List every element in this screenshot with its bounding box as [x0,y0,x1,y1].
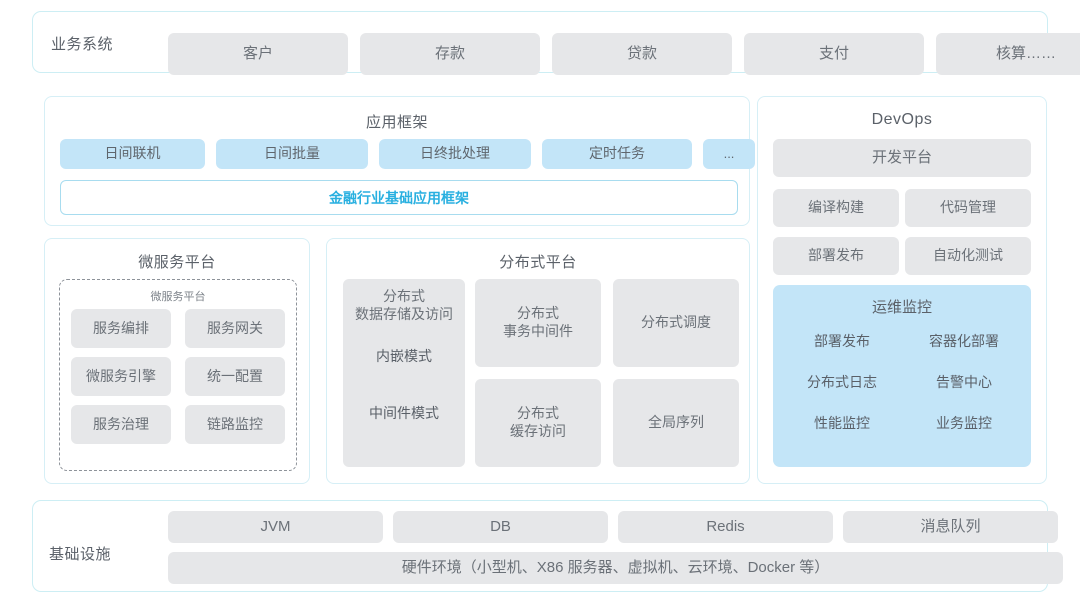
ops-tile-distributed-log[interactable]: 分布式日志 [807,374,877,390]
financial-base-framework-bar[interactable]: 金融行业基础应用框架 [60,180,738,215]
dp-tile-scheduling[interactable]: 分布式调度 [613,279,739,367]
dp-tile-cache-access-text: 分布式缓存访问 [510,405,566,439]
infrastructure-section: 基础设施 JVM DB Redis 消息队列 硬件环境（小型机、X86 服务器、… [32,500,1063,592]
business-tile-payment[interactable]: 支付 [744,33,924,75]
app-tile-more[interactable]: ... [703,139,755,169]
ops-tile-deploy-release[interactable]: 部署发布 [814,333,870,349]
distributed-platform-panel: 分布式平台 分布式 数据存储及访问 内嵌模式 中间件模式 分布式事务中间件 分布… [326,238,750,484]
app-tile-eod-batch[interactable]: 日终批处理 [379,139,531,169]
infra-tile-jvm[interactable]: JVM [168,511,383,543]
infra-tile-redis[interactable]: Redis [618,511,833,543]
devops-tile-dev-platform[interactable]: 开发平台 [773,139,1031,177]
distributed-platform-title: 分布式平台 [499,254,577,271]
app-framework-title: 应用框架 [365,114,428,131]
infra-tile-hardware-environment[interactable]: 硬件环境（小型机、X86 服务器、虚拟机、云环境、Docker 等） [168,552,1063,584]
ops-monitoring-title: 运维监控 [871,299,932,316]
infrastructure-label: 基础设施 [49,546,112,563]
microservice-platform-panel: 微服务平台 微服务平台 服务编排 服务网关 微服务引擎 统一配置 服务治理 链路… [44,238,310,484]
dp-tile-cache-access[interactable]: 分布式缓存访问 [475,379,601,467]
devops-tile-deploy-release[interactable]: 部署发布 [773,237,899,275]
microservice-tile-grid: 服务编排 服务网关 微服务引擎 统一配置 服务治理 链路监控 [71,309,285,444]
ops-monitoring-tile-grid: 部署发布 容器化部署 分布式日志 告警中心 性能监控 业务监控 [785,325,1021,439]
devops-panel: DevOps 开发平台 编译构建 代码管理 部署发布 自动化测试 运维监控 部署… [757,96,1047,484]
devops-tile-compile-build[interactable]: 编译构建 [773,189,899,227]
distributed-storage-title-line2: 数据存储及访问 [355,306,453,323]
microservice-inner-subtitle: 微服务平台 [150,291,206,303]
business-system-tile-list: 客户 存款 贷款 支付 核算…… [168,33,1080,75]
business-tile-customer[interactable]: 客户 [168,33,348,75]
infra-tile-message-queue[interactable]: 消息队列 [843,511,1058,543]
dp-tile-transaction-middleware-text: 分布式事务中间件 [503,305,573,339]
storage-mode-embedded[interactable]: 内嵌模式 [376,348,432,365]
ms-tile-service-orchestration[interactable]: 服务编排 [71,309,171,348]
devops-tile-automated-test[interactable]: 自动化测试 [905,237,1031,275]
ms-tile-service-governance[interactable]: 服务治理 [71,405,171,444]
devops-title: DevOps [871,111,933,128]
ms-tile-unified-config[interactable]: 统一配置 [185,357,285,396]
business-system-section: 业务系统 客户 存款 贷款 支付 核算…… [32,11,1080,75]
app-tile-scheduled-task[interactable]: 定时任务 [542,139,692,169]
distributed-storage-card[interactable]: 分布式 数据存储及访问 内嵌模式 中间件模式 [343,279,465,467]
app-framework-panel: 应用框架 日间联机 日间批量 日终批处理 定时任务 ... 金融行业基础应用框架 [44,96,755,226]
business-tile-deposit[interactable]: 存款 [360,33,540,75]
business-tile-accounting[interactable]: 核算…… [936,33,1080,75]
business-tile-loan[interactable]: 贷款 [552,33,732,75]
ops-tile-performance-monitoring[interactable]: 性能监控 [814,415,870,431]
distributed-storage-title: 分布式 数据存储及访问 [343,287,465,323]
dp-tile-global-sequence[interactable]: 全局序列 [613,379,739,467]
ms-tile-trace-monitoring[interactable]: 链路监控 [185,405,285,444]
app-framework-tile-list: 日间联机 日间批量 日终批处理 定时任务 ... [60,139,755,169]
ms-tile-service-gateway[interactable]: 服务网关 [185,309,285,348]
devops-tile-grid: 编译构建 代码管理 部署发布 自动化测试 [773,189,1031,275]
business-system-label: 业务系统 [51,36,114,53]
dp-tile-transaction-middleware[interactable]: 分布式事务中间件 [475,279,601,367]
ops-tile-containerized-deploy[interactable]: 容器化部署 [929,333,999,349]
microservice-inner-dashed-box: 微服务平台 服务编排 服务网关 微服务引擎 统一配置 服务治理 链路监控 [59,279,297,471]
distributed-storage-title-line1: 分布式 [383,288,425,304]
infrastructure-tile-list: JVM DB Redis 消息队列 [168,511,1058,543]
ops-monitoring-box: 运维监控 部署发布 容器化部署 分布式日志 告警中心 性能监控 业务监控 [773,285,1031,467]
ms-tile-microservice-engine[interactable]: 微服务引擎 [71,357,171,396]
distributed-tile-grid: 分布式事务中间件 分布式调度 分布式缓存访问 全局序列 [475,279,739,467]
app-tile-daytime-online[interactable]: 日间联机 [60,139,205,169]
ops-tile-business-monitoring[interactable]: 业务监控 [936,415,992,431]
storage-mode-middleware[interactable]: 中间件模式 [369,405,439,422]
app-tile-daytime-batch[interactable]: 日间批量 [216,139,368,169]
devops-tile-code-management[interactable]: 代码管理 [905,189,1031,227]
infra-tile-db[interactable]: DB [393,511,608,543]
ops-tile-alarm-center[interactable]: 告警中心 [936,374,992,390]
microservice-platform-title: 微服务平台 [138,254,216,271]
